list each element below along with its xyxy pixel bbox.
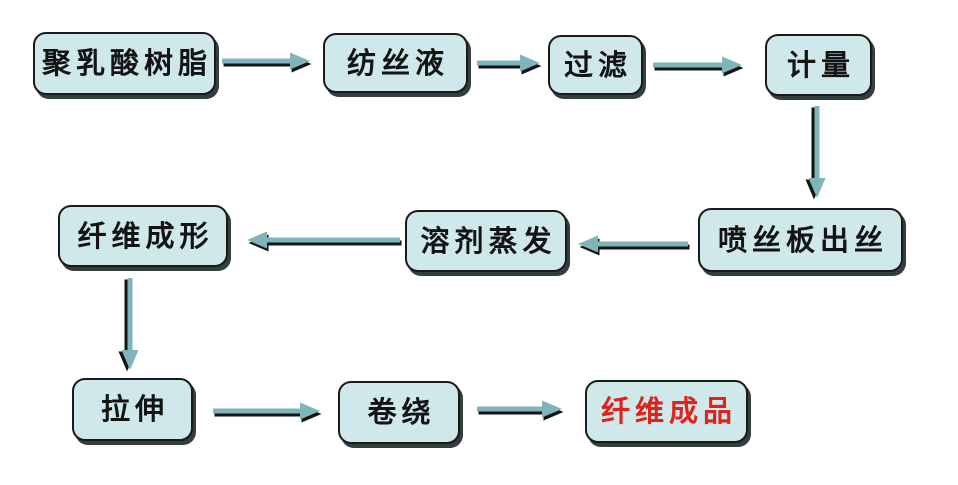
arrow-evaporation-to-forming (247, 231, 402, 252)
flow-node-pla-resin-label: 聚乳酸树脂 (41, 46, 212, 80)
flow-node-spinning-solution: 纺丝液 (323, 33, 468, 93)
arrow-filtration-to-metering (653, 56, 744, 77)
flow-node-metering-label: 计量 (786, 47, 855, 82)
flow-node-fiber-forming: 纤维成形 (58, 205, 228, 267)
flow-node-spinneret-extrusion: 喷丝板出丝 (698, 208, 903, 272)
flow-node-spinning-solution-label: 纺丝液 (346, 45, 449, 80)
flow-node-winding: 卷绕 (338, 381, 460, 444)
flow-node-winding-label: 卷绕 (367, 395, 436, 429)
flow-node-metering: 计量 (765, 34, 872, 96)
flow-node-drawing: 拉伸 (72, 378, 193, 441)
arrow-forming-to-drawing (118, 278, 139, 372)
arrow-spinneret-to-evaporation (578, 235, 690, 256)
flow-node-pla-resin: 聚乳酸树脂 (33, 32, 216, 95)
flow-node-solvent-evaporation: 溶剂蒸发 (405, 210, 567, 272)
flow-node-fiber-forming-label: 纤维成形 (77, 218, 214, 253)
flow-node-finished-fiber-label: 纤维成品 (600, 394, 737, 428)
arrow-solution-to-filtration (477, 54, 542, 75)
arrow-metering-to-spinneret (805, 106, 826, 200)
flow-node-drawing-label: 拉伸 (100, 392, 169, 426)
flow-node-finished-fiber: 纤维成品 (585, 380, 748, 443)
arrow-resin-to-solution (222, 52, 312, 73)
flow-node-solvent-evaporation-label: 溶剂蒸发 (420, 223, 557, 258)
flow-node-filtration: 过滤 (548, 35, 643, 95)
flow-node-filtration-label: 过滤 (563, 47, 632, 82)
flow-node-spinneret-extrusion-label: 喷丝板出丝 (717, 222, 888, 257)
arrow-drawing-to-winding (213, 402, 322, 423)
arrow-winding-to-finished (477, 400, 564, 421)
